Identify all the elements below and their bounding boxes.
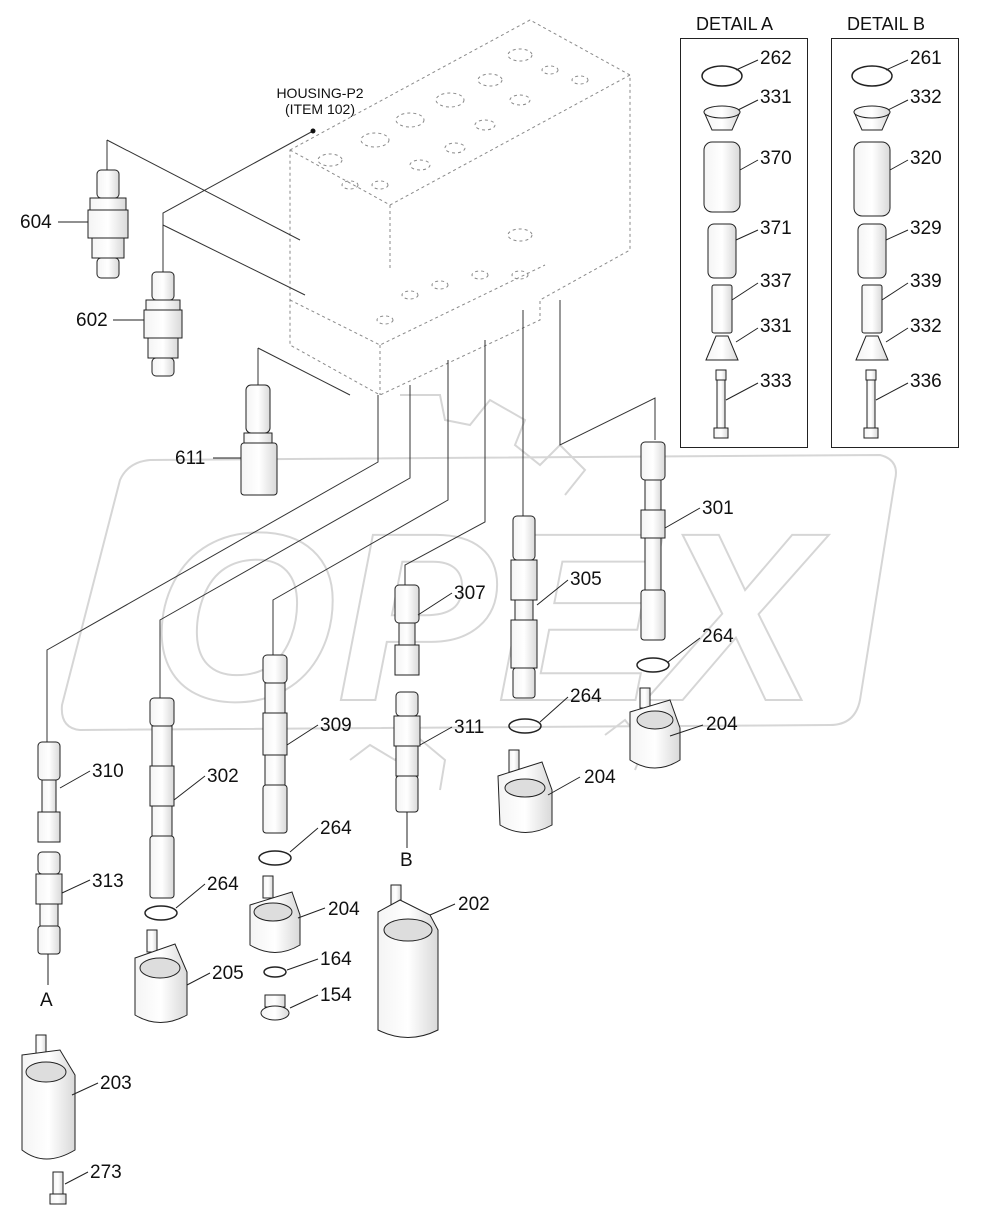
o-ring-164 (263, 966, 287, 978)
callout-leaders (58, 221, 704, 1185)
spool-302 (149, 697, 175, 899)
detail-b-box (831, 38, 959, 448)
spool-307 (394, 584, 420, 676)
callout-203: 203 (100, 1073, 132, 1094)
callout-305: 305 (570, 569, 602, 590)
housing-label-line1: HOUSING-P2 (276, 85, 364, 101)
callout-264-a: 264 (702, 626, 734, 647)
callout-301: 301 (702, 498, 734, 519)
callout-311: 311 (454, 717, 485, 738)
o-ring-264-b (508, 718, 542, 734)
detail-b-part-4: 329 (910, 218, 942, 239)
o-ring-264-a (636, 657, 670, 673)
detail-b-title: DETAIL B (847, 14, 926, 34)
detail-b-part-5: 339 (910, 271, 942, 292)
callout-602: 602 (76, 310, 108, 331)
spool-301 (640, 441, 666, 641)
detail-a-title: DETAIL A (696, 14, 774, 34)
relief-valve-602 (143, 271, 183, 377)
cover-204-b (497, 749, 553, 833)
callout-273: 273 (90, 1162, 122, 1183)
housing-reference-point (310, 128, 316, 134)
spool-309 (262, 654, 288, 834)
valve-611 (240, 384, 278, 496)
spool-311 (393, 691, 421, 813)
callout-204-b: 204 (584, 767, 616, 788)
callout-302: 302 (207, 766, 239, 787)
housing-label: HOUSING-P2 (ITEM 102) (265, 85, 375, 117)
callout-164: 164 (320, 949, 352, 970)
detail-a-part-3: 370 (760, 148, 792, 169)
detail-a-parts (701, 59, 759, 439)
callout-264-b: 264 (570, 686, 602, 707)
callout-309: 309 (320, 715, 352, 736)
relief-valve-604 (87, 169, 129, 279)
plug-154 (260, 994, 290, 1021)
o-ring-264-d (144, 905, 178, 921)
detail-b-part-1: 261 (910, 48, 942, 69)
callout-611: 611 (175, 448, 206, 469)
svg-text:OPEX: OPEX (150, 483, 830, 751)
cover-203 (21, 1034, 76, 1160)
detail-b-part-7: 336 (910, 371, 942, 392)
cover-204-a (629, 687, 681, 769)
detail-a-part-5: 337 (760, 271, 792, 292)
callout-307: 307 (454, 583, 486, 604)
spool-305 (510, 515, 538, 699)
housing-label-line2: (ITEM 102) (284, 101, 355, 117)
callout-313: 313 (92, 871, 124, 892)
detail-a-part-1: 262 (760, 48, 792, 69)
callout-205: 205 (212, 963, 244, 984)
callout-202: 202 (458, 894, 490, 915)
detail-b-part-6: 332 (910, 316, 942, 337)
detail-a-part-6: 331 (760, 316, 792, 337)
assembly-leader-lines (46, 130, 656, 745)
detail-a-part-2: 331 (760, 87, 792, 108)
spool-313 (35, 851, 63, 955)
detail-a-box (680, 38, 808, 448)
callout-604: 604 (20, 212, 52, 233)
spool-310 (37, 741, 61, 843)
detail-a-part-7: 333 (760, 371, 792, 392)
callout-154: 154 (320, 985, 352, 1006)
callout-264-d: 264 (207, 874, 239, 895)
detail-b-part-2: 332 (910, 87, 942, 108)
callout-a: A (40, 990, 53, 1011)
callout-204-c: 204 (328, 899, 360, 920)
callout-264-c: 264 (320, 818, 352, 839)
callout-b: B (400, 850, 413, 871)
callout-204-a: 204 (706, 714, 738, 735)
cover-205 (134, 929, 188, 1023)
bolt-273 (49, 1171, 67, 1205)
cover-202 (377, 884, 439, 1038)
detail-b-parts (851, 59, 909, 439)
detail-b-part-3: 320 (910, 148, 942, 169)
o-ring-264-c (258, 850, 292, 866)
housing-p2 (289, 19, 631, 396)
cover-204-c (249, 875, 301, 953)
detail-a-part-4: 371 (760, 218, 792, 239)
callout-310: 310 (92, 761, 124, 782)
